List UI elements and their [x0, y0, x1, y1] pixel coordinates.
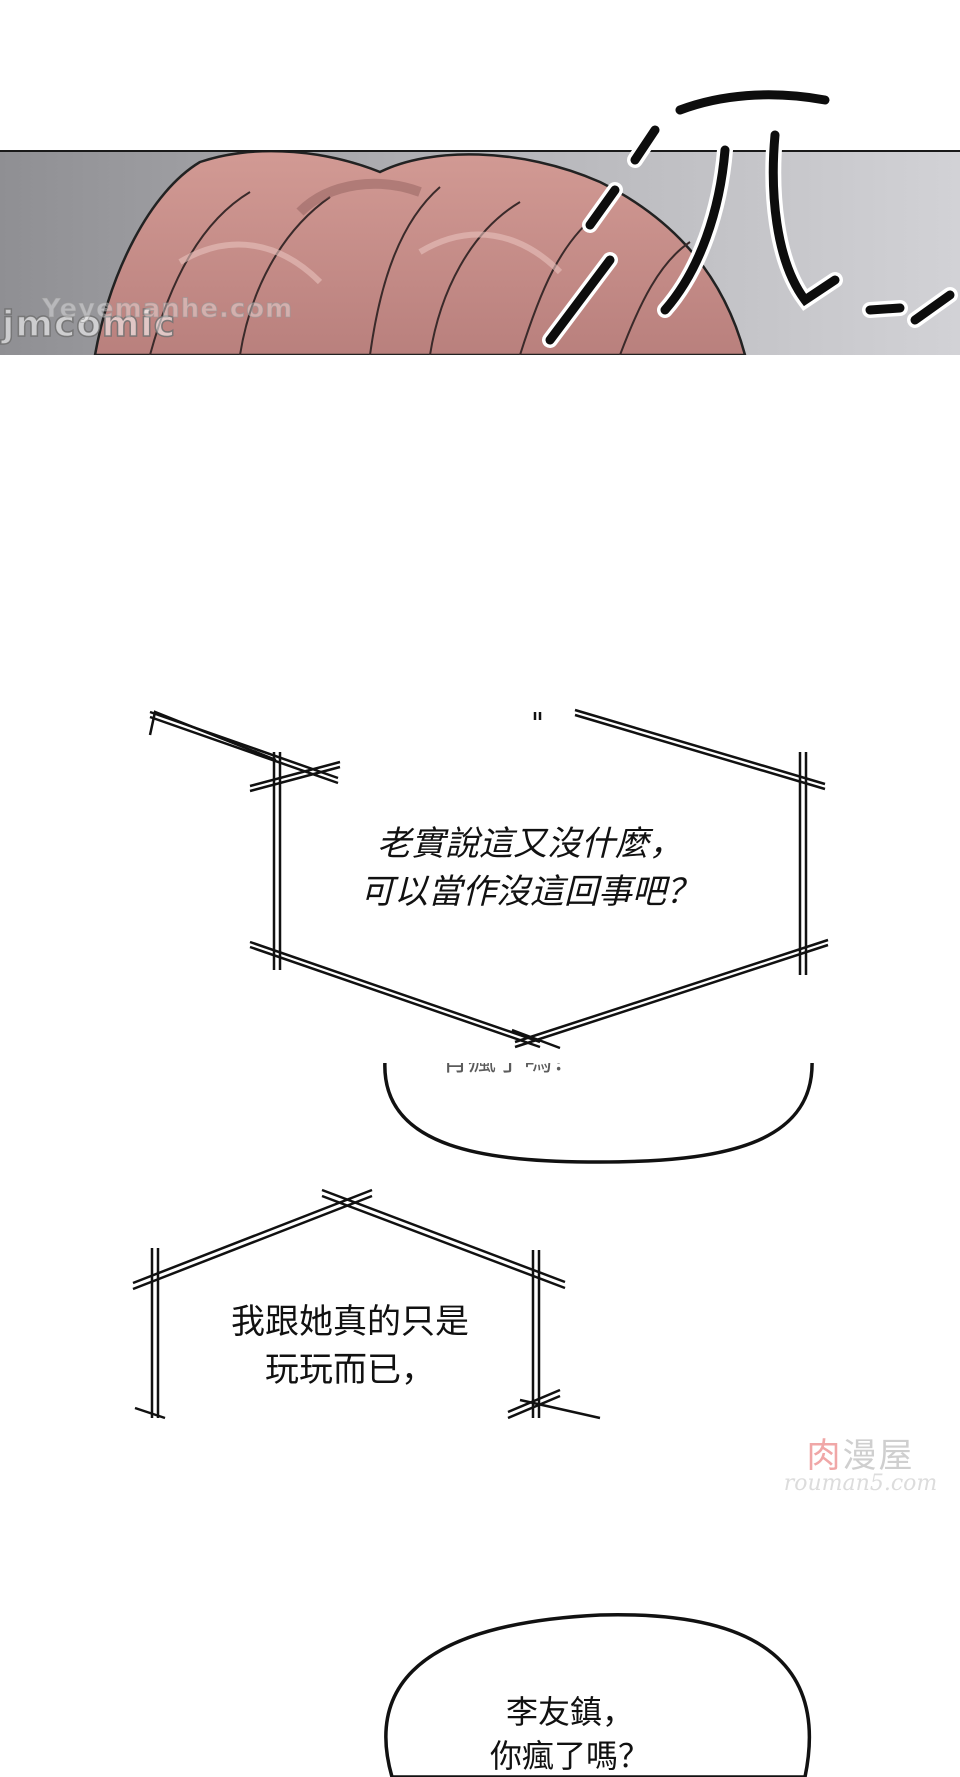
hair-panel: [0, 152, 960, 355]
panel-border: [0, 150, 960, 153]
rounded-bubble-2: [384, 1613, 812, 1777]
bubble-text-3: 李友鎮， 你瘋了嗎？: [440, 1690, 700, 1777]
watermark-jmcomic: Yeyemanhe.com jmcomic: [1, 294, 292, 346]
bubble-3-line-1: 李友鎮，: [505, 1693, 634, 1731]
sfx-silence-strokes: 沉默: [542, 86, 958, 348]
thought-bubble-2: [132, 1188, 601, 1420]
rounded-bubble-1: 有瘋了嗎？: [380, 1030, 820, 1164]
thought-bubble-1: [148, 708, 829, 1050]
watermark-rouman: 肉漫屋 rouman5.com: [768, 1428, 953, 1498]
watermark-rouman-accent: 肉: [806, 1436, 843, 1476]
bubble-2-line-1: 我跟她真的只是: [231, 1302, 469, 1342]
watermark-sub: Yeyemanhe.com: [41, 294, 294, 325]
watermark-rouman-en: rouman5.com: [783, 1471, 938, 1496]
bubble-3-line-2: 你瘋了嗎？: [489, 1737, 650, 1775]
bubble-text-1: 老實說這又沒什麼， 可以當作沒這回事吧？: [330, 820, 730, 916]
bubble-text-2: 我跟她真的只是 玩玩而已，: [200, 1298, 500, 1394]
bubble-1-line-2: 可以當作沒這回事吧？: [360, 872, 700, 912]
watermark-main: jmcomic: [1, 303, 177, 346]
bubble-1-line-1: 老實說這又沒什麼，: [377, 824, 683, 864]
watermark-rouman-rest: 漫屋: [842, 1436, 915, 1476]
bubble-2-line-2: 玩玩而已，: [265, 1350, 435, 1390]
watermark-rouman-cn: 肉漫屋: [768, 1428, 953, 1477]
